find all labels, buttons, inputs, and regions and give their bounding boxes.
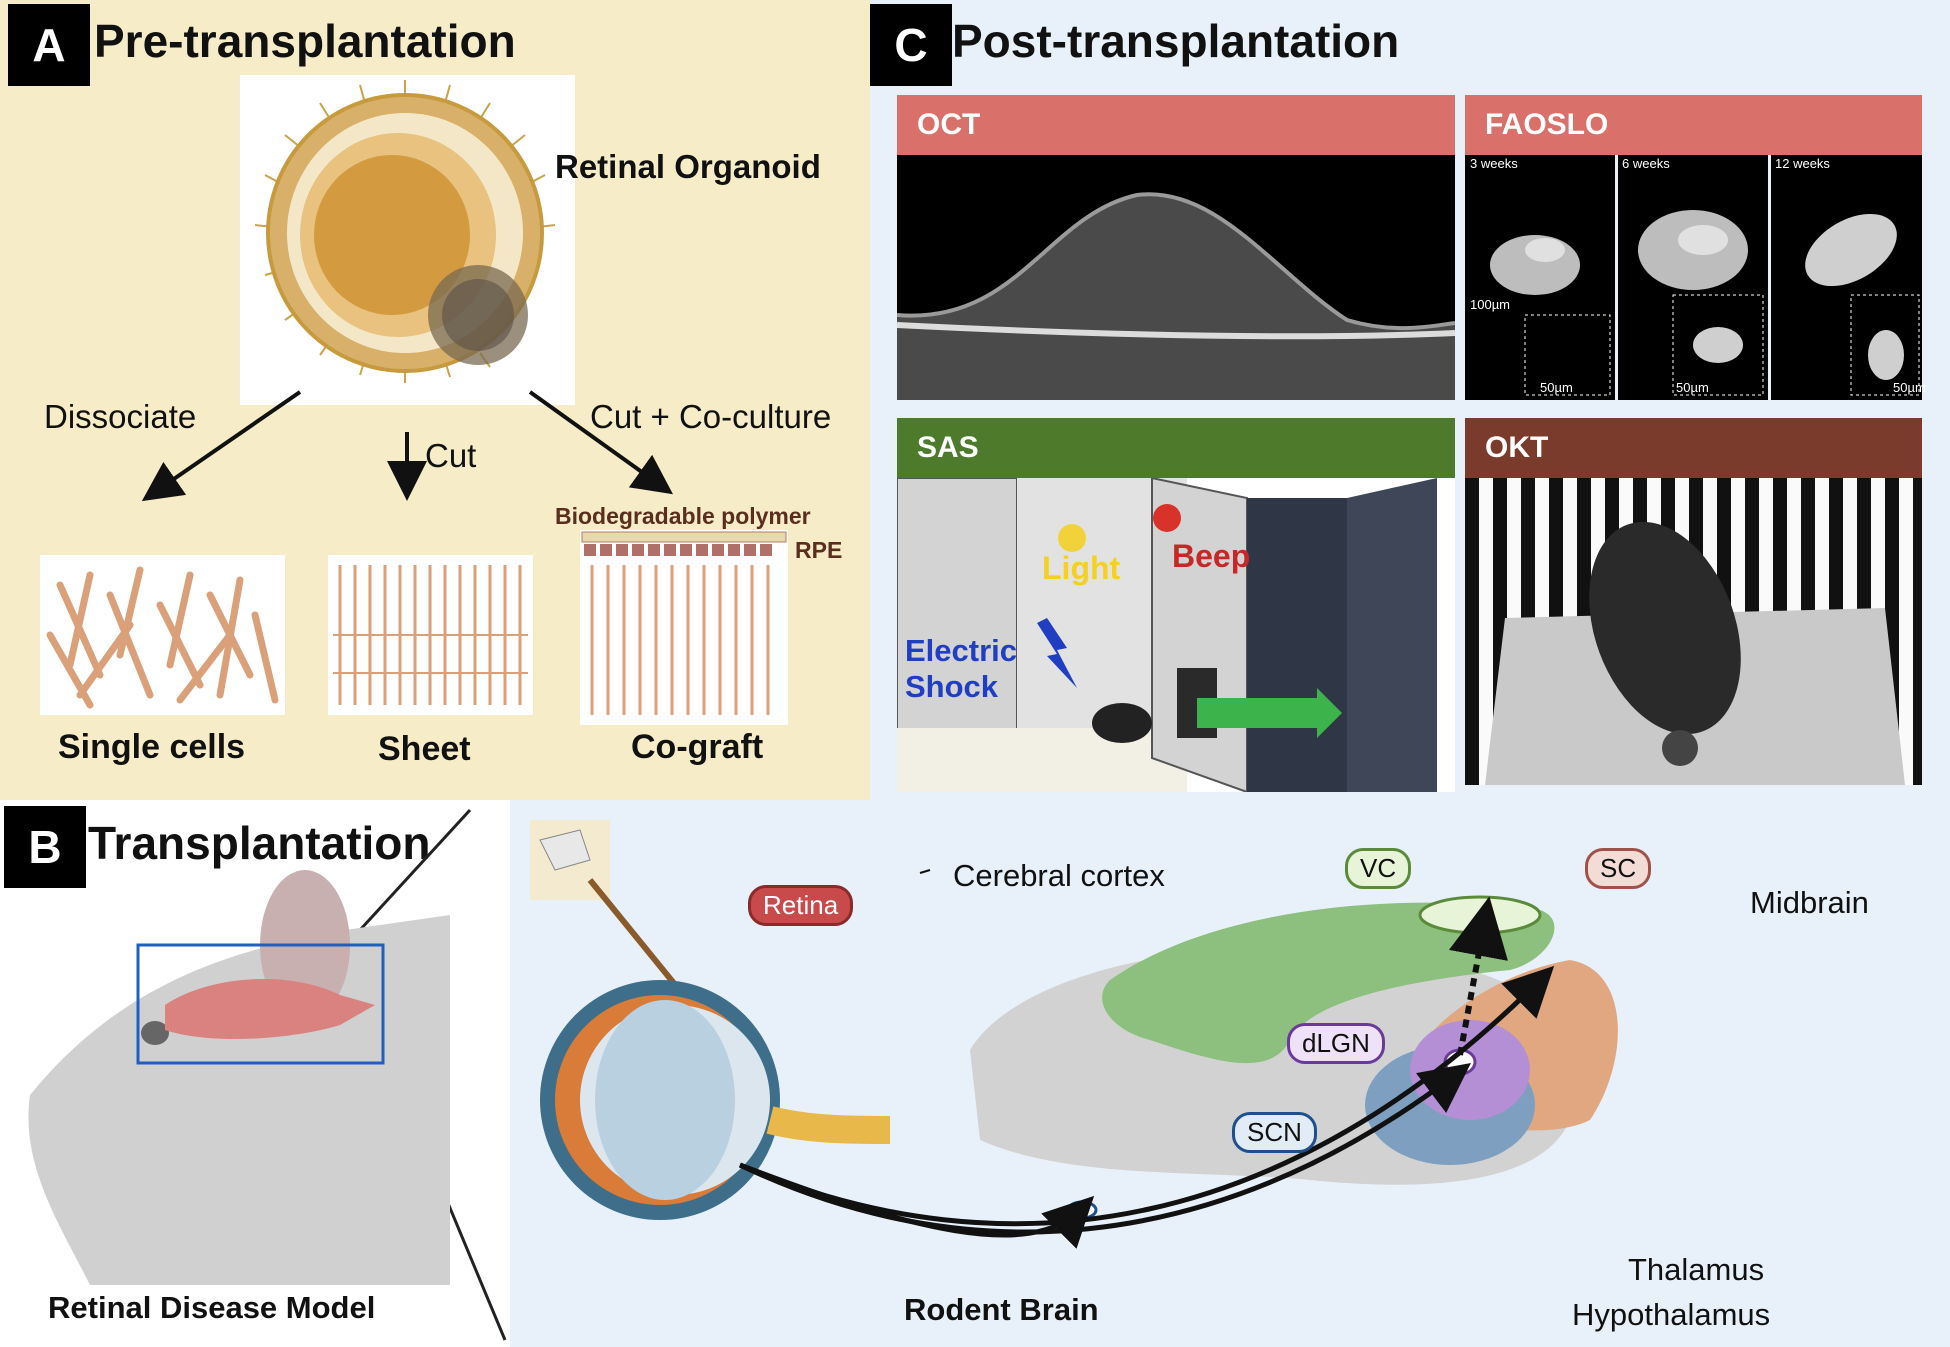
panel-c-title: Post-transplantation — [952, 15, 1400, 67]
cerebral-cortex-label: Cerebral cortex — [953, 858, 1165, 893]
dlgn-label: dLGN — [1287, 1023, 1385, 1064]
eye-brain-diagram — [530, 820, 1618, 1249]
organoid-label: Retinal Organoid — [555, 148, 821, 185]
rodent-brain-label: Rodent Brain — [904, 1292, 1099, 1327]
panel-c-badge: C — [870, 4, 952, 86]
sheet-illustration — [328, 555, 533, 715]
scale-100um: 100µm — [1470, 297, 1511, 312]
midbrain-label: Midbrain — [1750, 885, 1869, 920]
light-label: Light — [1042, 550, 1121, 586]
panel-b-badge: B — [4, 806, 86, 888]
faoslo-6-weeks-image — [1618, 155, 1768, 400]
vc-label: VC — [1345, 848, 1412, 889]
sas-header: SAS — [897, 418, 1455, 478]
scale-50um-b: 50µm — [1676, 380, 1709, 395]
polymer-label: Biodegradable polymer — [555, 503, 811, 529]
retina-label: Retina — [748, 885, 854, 926]
single-cells-illustration — [40, 555, 285, 715]
cograft-label: Co-graft — [631, 728, 764, 766]
shock-label: Shock — [905, 669, 999, 704]
retinal-organoid-illustration — [254, 80, 556, 383]
oct-header: OCT — [897, 95, 1455, 155]
sas-illustration — [896, 476, 1455, 794]
hypothalamus-label: Hypothalamus — [1572, 1297, 1771, 1332]
sc-label: SC — [1585, 848, 1652, 889]
dissociate-label: Dissociate — [44, 398, 197, 435]
cograft-illustration — [580, 530, 788, 725]
panel-a-title: Pre-transplantation — [94, 15, 516, 67]
cut-coculture-label: Cut + Co-culture — [590, 398, 832, 435]
okt-image — [1465, 478, 1922, 785]
retinal-disease-model-label: Retinal Disease Model — [48, 1290, 376, 1325]
faoslo-12-weeks-image — [1771, 155, 1922, 400]
oct-image — [896, 155, 1456, 400]
single-cells-label: Single cells — [58, 728, 246, 766]
beep-label: Beep — [1172, 538, 1251, 574]
sheet-label: Sheet — [378, 730, 471, 768]
scn-label: SCN — [1232, 1112, 1317, 1153]
panel-a-badge: A — [8, 4, 90, 86]
mouse-head-illustration — [28, 870, 450, 1285]
scale-50um-c: 50µm — [1893, 380, 1926, 395]
scale-50um-a: 50µm — [1540, 380, 1573, 395]
faoslo-3-weeks-image — [1465, 155, 1615, 400]
week12-label: 12 weeks — [1775, 156, 1830, 171]
okt-header: OKT — [1465, 418, 1922, 478]
panel-a-arrows — [141, 390, 674, 502]
week6-label: 6 weeks — [1622, 156, 1670, 171]
panel-b-title: Transplantation — [88, 817, 431, 869]
cut-label: Cut — [425, 437, 477, 474]
faoslo-header: FAOSLO — [1465, 95, 1922, 155]
week3-label: 3 weeks — [1470, 156, 1518, 171]
rpe-label: RPE — [795, 537, 843, 563]
electric-label: Electric — [905, 633, 1018, 668]
thalamus-label: Thalamus — [1628, 1252, 1765, 1287]
